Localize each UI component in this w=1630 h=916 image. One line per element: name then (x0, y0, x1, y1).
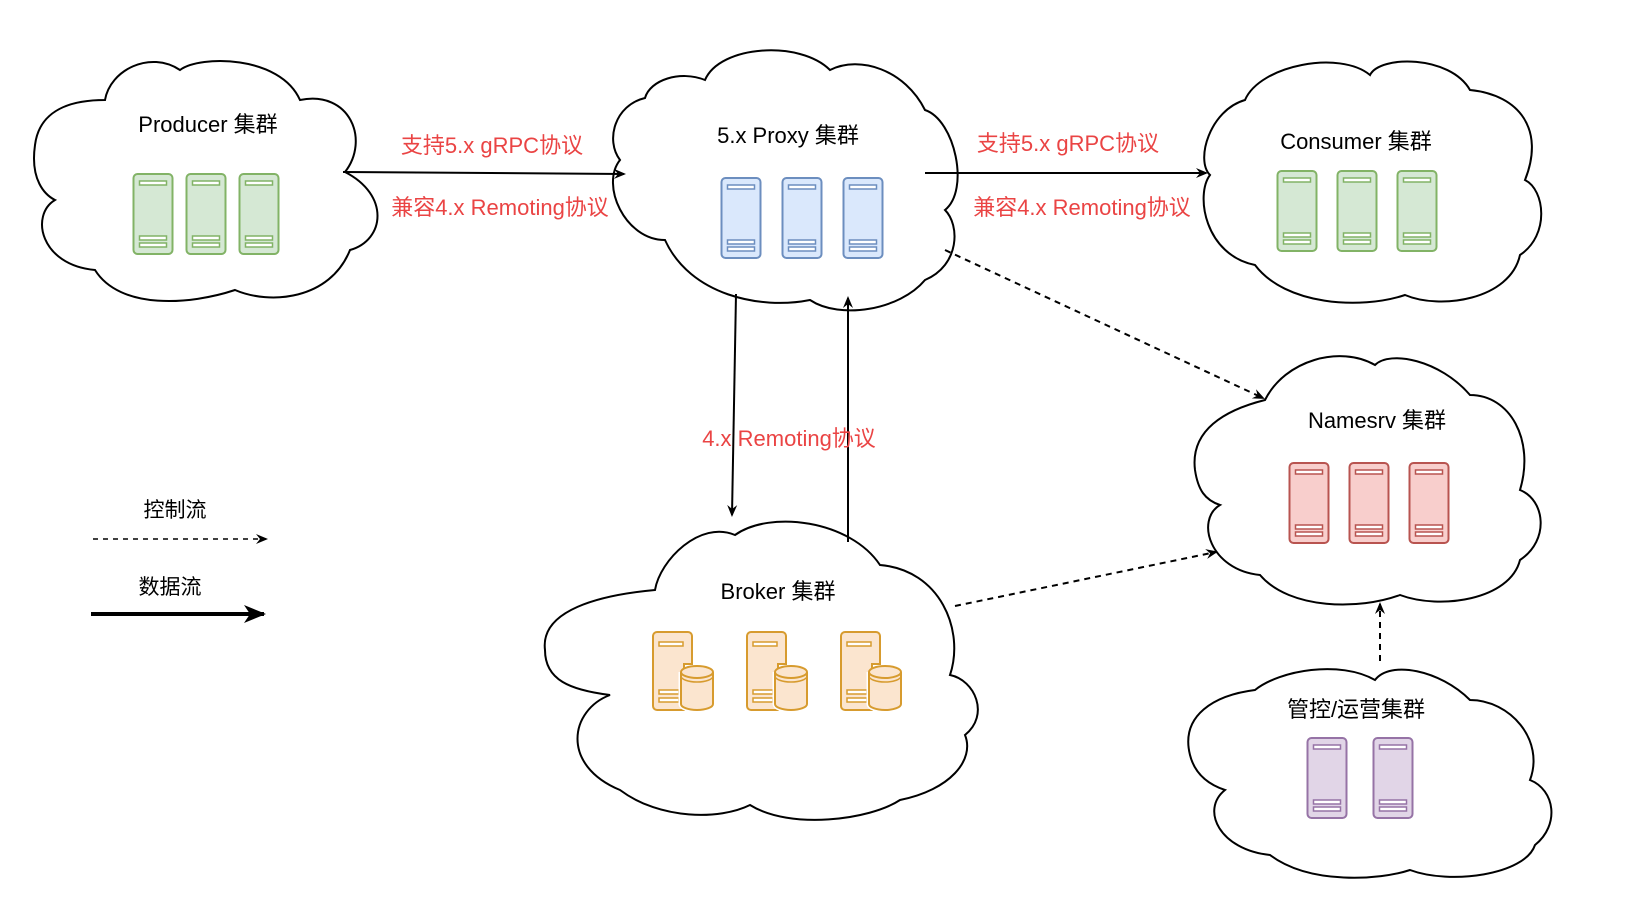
consumer-servers (1276, 170, 1438, 252)
legend: 控制流 数据流 (91, 499, 268, 623)
ops-cluster[interactable]: 管控/运营集群 (1187, 668, 1553, 879)
edge-label-consumer-remoting: 兼容4.x Remoting协议 (973, 195, 1191, 220)
server-icon (1288, 462, 1330, 544)
broker-title: Broker 集群 (721, 579, 836, 604)
producer-servers (132, 173, 280, 255)
legend-control-flow-label: 控制流 (144, 499, 207, 522)
database-server-icon (840, 631, 904, 713)
namesrv-cluster[interactable]: Namesrv 集群 (1193, 355, 1542, 606)
database-server-icon (746, 631, 810, 713)
ops-servers (1306, 737, 1414, 819)
proxy-servers (720, 177, 884, 259)
server-icon (1348, 462, 1390, 544)
ops-cloud (1187, 668, 1553, 879)
server-icon (132, 173, 174, 255)
edge-label-broker-remoting: 4.x Remoting协议 (702, 426, 876, 451)
namesrv-title: Namesrv 集群 (1308, 408, 1446, 433)
ops-title: 管控/运营集群 (1287, 697, 1425, 722)
edge-label-producer-grpc: 支持5.x gRPC协议 (401, 133, 583, 158)
broker-servers (652, 631, 904, 713)
server-icon (720, 177, 762, 259)
proxy-title: 5.x Proxy 集群 (717, 123, 859, 148)
namesrv-servers (1288, 462, 1450, 544)
broker-cluster[interactable]: Broker 集群 (543, 520, 979, 821)
edge-broker-to-namesrv (954, 549, 1218, 607)
edge-producer-to-proxy (342, 168, 626, 179)
edge-proxy-to-broker (727, 293, 738, 517)
producer-cluster[interactable]: Producer 集群 (33, 60, 379, 302)
edge-proxy-to-namesrv (944, 249, 1265, 399)
edge-label-producer-remoting: 兼容4.x Remoting协议 (391, 195, 609, 220)
edge-label-consumer-grpc: 支持5.x gRPC协议 (977, 131, 1159, 156)
proxy-cluster[interactable]: 5.x Proxy 集群 (611, 49, 959, 312)
server-icon (1336, 170, 1378, 252)
server-icon (1396, 170, 1438, 252)
server-icon (781, 177, 823, 259)
server-icon (1306, 737, 1348, 819)
consumer-title: Consumer 集群 (1280, 129, 1432, 154)
server-icon (185, 173, 227, 255)
producer-title: Producer 集群 (138, 112, 277, 137)
server-icon (1372, 737, 1414, 819)
legend-data-flow-label: 数据流 (139, 576, 202, 599)
server-icon (1408, 462, 1450, 544)
server-icon (238, 173, 280, 255)
consumer-cluster[interactable]: Consumer 集群 (1202, 60, 1543, 304)
server-icon (842, 177, 884, 259)
server-icon (1276, 170, 1318, 252)
database-server-icon (652, 631, 716, 713)
